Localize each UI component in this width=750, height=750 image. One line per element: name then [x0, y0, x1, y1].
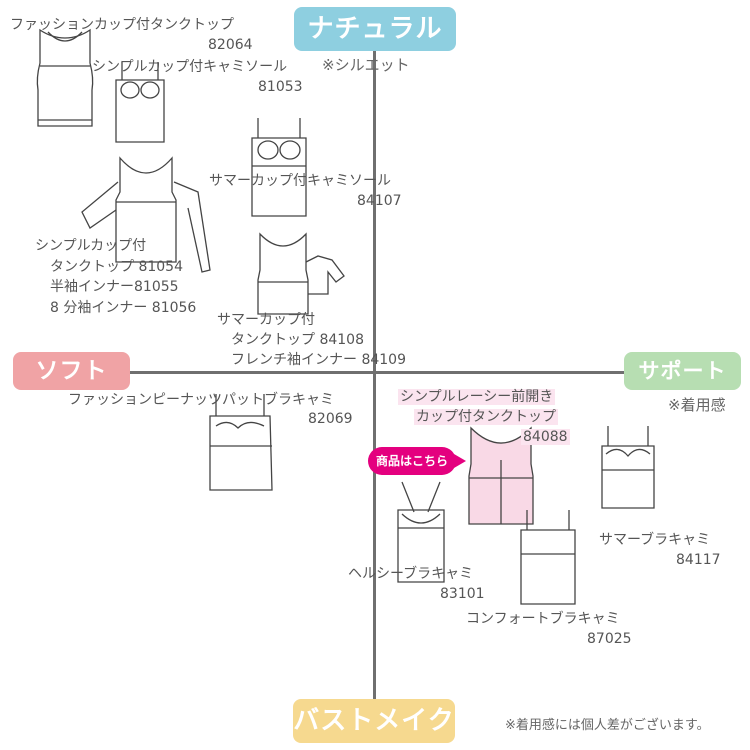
- garment-82064-illustration: [36, 28, 94, 127]
- product-82064-code: 82064: [208, 37, 253, 53]
- garment-84108-set-illustration: [257, 232, 345, 315]
- product-82064-name: ファッションカップ付タンクトップ: [10, 17, 234, 33]
- product-link-button[interactable]: 商品はこちら: [368, 447, 456, 475]
- product-81054-line2: タンクトップ 81054: [50, 259, 183, 275]
- product-87025-name: コンフォートブラキャミ: [466, 611, 620, 627]
- garment-87025-illustration: [520, 510, 576, 605]
- product-84109-line: フレンチ袖インナー 84109: [231, 352, 406, 368]
- garment-81054-set-illustration: [81, 156, 211, 273]
- product-84107-name: サマーカップ付キャミソール: [209, 173, 391, 189]
- product-87025-code: 87025: [587, 631, 632, 647]
- vertical-axis: [373, 45, 376, 705]
- product-82069-name: ファッションピーナッツパットブラキャミ: [68, 392, 334, 408]
- product-81054-line1: シンプルカップ付: [35, 238, 147, 254]
- product-84108-line1: サマーカップ付: [217, 312, 315, 328]
- footnote: ※着用感には個人差がございます。: [505, 718, 710, 733]
- product-84088-line2: カップ付タンクトップ: [414, 409, 558, 425]
- garment-84107-illustration: [251, 118, 307, 217]
- product-link-pointer: [454, 454, 466, 468]
- axis-label-natural: ナチュラル: [294, 7, 456, 51]
- product-84088-code: 84088: [521, 429, 570, 445]
- axis-label-support: サポート: [624, 352, 741, 390]
- product-81053-name: シンプルカップ付キャミソール: [92, 59, 288, 75]
- product-83101-name: ヘルシーブラキャミ: [348, 566, 474, 582]
- garment-82069-illustration: [209, 394, 273, 491]
- axis-label-bust-make: バストメイク: [293, 699, 455, 743]
- axis-note-silhouette: ※シルエット: [322, 56, 410, 74]
- product-84117-name: サマーブラキャミ: [599, 532, 711, 548]
- axis-label-soft: ソフト: [13, 352, 130, 390]
- product-81055-line: 半袖インナー81055: [50, 279, 179, 295]
- product-81053-code: 81053: [258, 79, 303, 95]
- product-83101-code: 83101: [440, 586, 485, 602]
- product-84117-code: 84117: [676, 552, 721, 568]
- product-84088-line1: シンプルレーシー前開き: [398, 389, 556, 405]
- product-84107-code: 84107: [357, 193, 402, 209]
- product-81056-line: 8 分袖インナー 81056: [50, 300, 197, 316]
- product-82069-code: 82069: [308, 411, 353, 427]
- product-84108-line2: タンクトップ 84108: [231, 332, 364, 348]
- garment-84117-illustration: [601, 426, 655, 509]
- horizontal-axis: [45, 371, 705, 374]
- axis-note-feel: ※着用感: [668, 396, 726, 414]
- garment-83101-illustration: [397, 481, 445, 583]
- garment-81053-illustration: [115, 62, 165, 143]
